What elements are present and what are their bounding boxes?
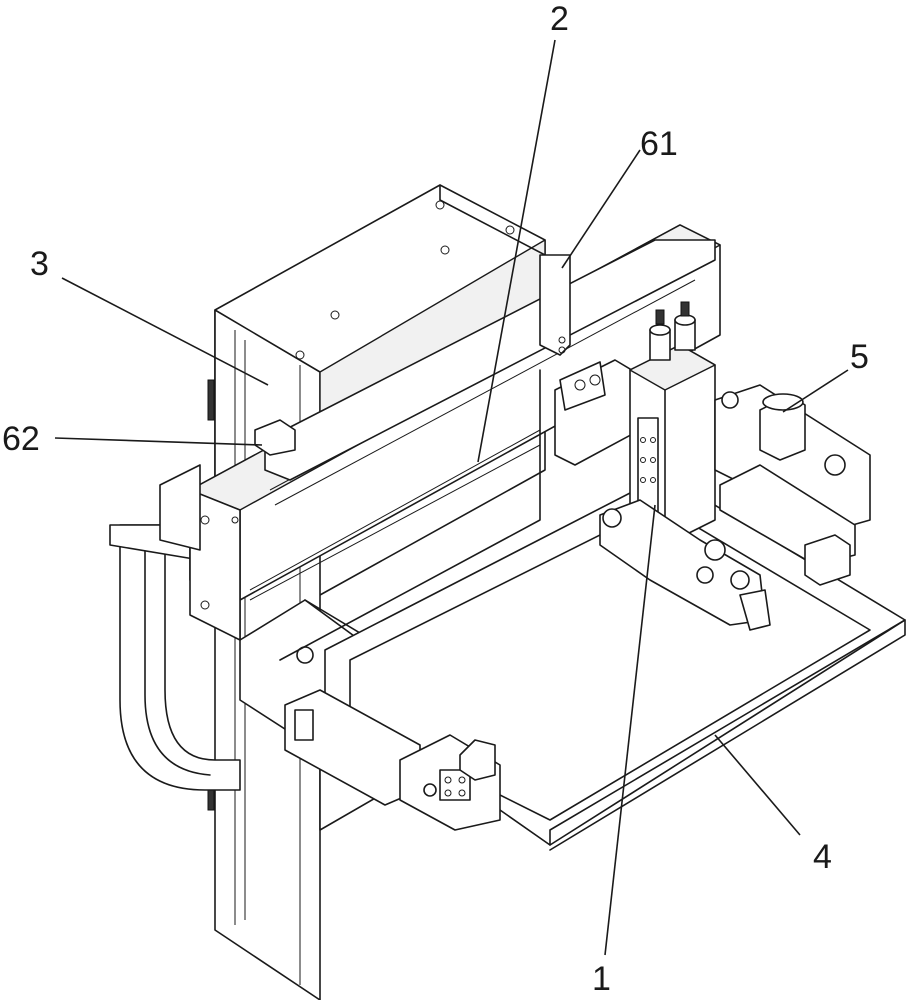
callout-label-3: 3 xyxy=(30,245,49,283)
leader-line-61 xyxy=(562,150,640,268)
callout-label-61: 61 xyxy=(640,125,678,163)
side-carriage xyxy=(555,360,640,465)
leader-line-5 xyxy=(783,370,848,412)
callout-label-1: 1 xyxy=(592,960,611,998)
callout-label-62: 62 xyxy=(2,420,40,458)
callout-label-5: 5 xyxy=(850,338,869,376)
callout-label-2: 2 xyxy=(550,0,569,38)
leader-line-4 xyxy=(715,735,800,835)
callout-label-4: 4 xyxy=(813,838,832,876)
